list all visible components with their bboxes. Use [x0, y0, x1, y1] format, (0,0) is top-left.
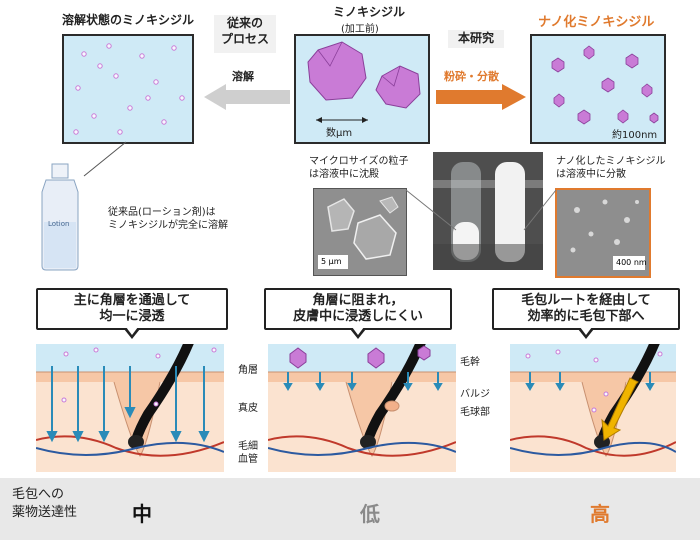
dissolve-arrow — [204, 84, 290, 110]
panel3-callout: 毛包ルートを経由して 効率的に毛包下部へ — [492, 288, 680, 339]
micro-caption-line2: は溶液中に沈殿 — [309, 169, 379, 180]
nano-caption: ナノ化したミノキシジル は溶液中に分散 — [556, 155, 666, 181]
grind-disperse-label: 粉砕・分散 — [444, 70, 499, 83]
label-hair-bulb: 毛球部 — [460, 407, 490, 418]
nano-caption-line2: は溶液中に分散 — [556, 169, 626, 180]
lotion-caption-line2: ミノキシジルが完全に溶解 — [108, 220, 228, 231]
micro-caption: マイクロサイズの粒子 は溶液中に沈殿 — [309, 155, 409, 181]
rating-panel2: 低 — [360, 502, 380, 526]
raw-minoxidil-tank: 数μm — [294, 34, 430, 144]
panel1-callout-line2: 均一に浸透 — [99, 309, 165, 324]
micro-connector-lines — [405, 189, 457, 231]
label-hair-shaft: 毛幹 — [460, 357, 480, 368]
test-tubes-icon — [433, 152, 543, 270]
sem-image-nano: 400 nm — [555, 188, 651, 278]
nano-particles — [551, 45, 659, 125]
center-tank-title: ミノキシジル — [333, 5, 406, 19]
tank-to-bottle-line — [83, 141, 127, 177]
right-tank-title: ナノ化ミノキシジル — [538, 15, 655, 30]
delivery-summary-bar — [0, 478, 700, 540]
center-tank-subtitle: (加工前) — [341, 24, 379, 35]
panel2-callout-line1: 角層に阻まれ， — [312, 293, 404, 308]
nano-minoxidil-tank: 約100nm — [530, 34, 666, 144]
panel2-skin-diagram — [268, 344, 456, 472]
panel1-skin-diagram — [36, 344, 224, 472]
nano-caption-line1: ナノ化したミノキシジル — [556, 156, 666, 167]
lotion-bottle-icon — [41, 163, 79, 271]
nano-size-label: 約100nm — [612, 130, 658, 141]
conventional-tag-line1: 従来の — [226, 16, 263, 30]
this-study-tag: 本研究 — [448, 30, 504, 48]
sem-micro-crystals-icon — [318, 196, 399, 269]
label-stratum-corneum: 角層 — [238, 365, 258, 376]
panel3-callout-line2: 効率的に毛包下部へ — [527, 309, 645, 324]
dissolve-label: 溶解 — [232, 70, 254, 83]
sem-nano-particles-icon — [570, 199, 645, 270]
micro-caption-line1: マイクロサイズの粒子 — [309, 156, 409, 167]
dissolved-minoxidil-tank — [62, 34, 194, 144]
conventional-tag-line2: プロセス — [220, 32, 269, 46]
rating-panel3: 高 — [590, 502, 610, 526]
label-dermis: 真皮 — [238, 403, 258, 414]
dissolved-particles — [73, 43, 185, 135]
sem-scale-right: 400 nm — [616, 258, 647, 267]
panel3-callout-line1: 毛包ルートを経由して — [521, 293, 651, 308]
label-capillary: 毛細 血管 — [238, 440, 258, 466]
conventional-process-tag: 従来の プロセス — [214, 15, 276, 53]
panel1-callout-line1: 主に角層を通過して — [73, 293, 191, 308]
sem-scale-left: 5 μm — [321, 257, 342, 266]
nano-connector-lines — [523, 189, 557, 231]
delivery-label-line2: 薬物送達性 — [12, 505, 78, 520]
label-capillary-line1: 毛細 — [238, 441, 258, 452]
bottle-label: Lotion — [48, 220, 70, 228]
panel1-callout: 主に角層を通過して 均一に浸透 — [36, 288, 228, 339]
label-bulge: バルジ — [460, 389, 490, 400]
grind-arrow — [436, 84, 526, 110]
delivery-label-line1: 毛包への — [12, 487, 65, 502]
panel2-callout: 角層に阻まれ， 皮膚中に浸透しにくい — [264, 288, 452, 339]
sem-image-micro: 5 μm — [313, 188, 407, 276]
lotion-caption: 従来品(ローション剤)は ミノキシジルが完全に溶解 — [108, 206, 228, 232]
left-tank-title: 溶解状態のミノキシジル — [62, 13, 195, 27]
lotion-caption-line1: 従来品(ローション剤)は — [108, 207, 216, 218]
micro-size-label: 数μm — [326, 128, 353, 139]
tube-photo — [433, 152, 543, 270]
micro-crystals — [307, 41, 421, 123]
panel2-callout-line2: 皮膚中に浸透しにくい — [293, 309, 423, 324]
panel3-skin-diagram — [510, 344, 676, 472]
rating-panel1: 中 — [132, 502, 152, 526]
label-capillary-line2: 血管 — [238, 454, 258, 465]
delivery-label: 毛包への 薬物送達性 — [12, 486, 77, 522]
